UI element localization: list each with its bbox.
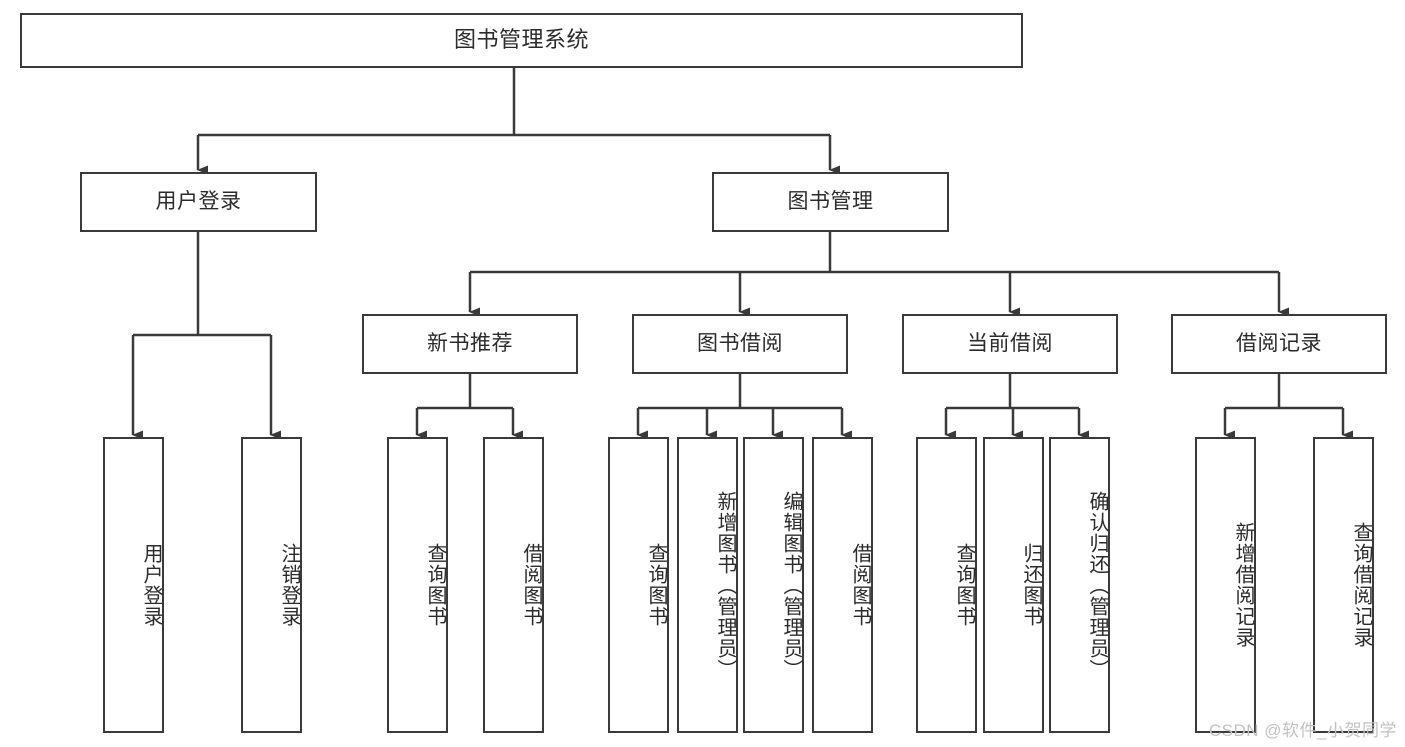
csdn-watermark: CSDN @软件_小贺同学 bbox=[1208, 721, 1397, 740]
node-leaf-return-book[interactable]: 归还图书 bbox=[983, 437, 1044, 733]
node-current-borrow[interactable]: 当前借阅 bbox=[902, 314, 1118, 374]
node-leaf-borrow-book-2[interactable]: 借阅图书 bbox=[812, 437, 873, 733]
node-leaf-add-book[interactable]: 新增图书（管理员） bbox=[677, 437, 738, 733]
node-leaf-query-book-3[interactable]: 查询图书 bbox=[916, 437, 977, 733]
node-leaf-edit-book[interactable]: 编辑图书（管理员） bbox=[743, 437, 804, 733]
node-leaf-logout-login[interactable]: 注销登录 bbox=[241, 437, 302, 733]
node-user-login[interactable]: 用户登录 bbox=[80, 172, 317, 232]
node-book-manage[interactable]: 图书管理 bbox=[712, 172, 949, 232]
node-new-book-recommend[interactable]: 新书推荐 bbox=[362, 314, 578, 374]
node-root[interactable]: 图书管理系统 bbox=[20, 13, 1023, 68]
node-borrow-record[interactable]: 借阅记录 bbox=[1171, 314, 1387, 374]
node-leaf-user-login[interactable]: 用户登录 bbox=[103, 437, 164, 733]
node-leaf-borrow-book-1[interactable]: 借阅图书 bbox=[483, 437, 544, 733]
node-book-borrow[interactable]: 图书借阅 bbox=[632, 314, 848, 374]
node-leaf-confirm-return[interactable]: 确认归还（管理员） bbox=[1049, 437, 1110, 733]
node-leaf-query-record[interactable]: 查询借阅记录 bbox=[1313, 437, 1374, 733]
node-leaf-query-book-1[interactable]: 查询图书 bbox=[387, 437, 448, 733]
node-leaf-query-book-2[interactable]: 查询图书 bbox=[608, 437, 669, 733]
node-leaf-add-record[interactable]: 新增借阅记录 bbox=[1195, 437, 1256, 733]
